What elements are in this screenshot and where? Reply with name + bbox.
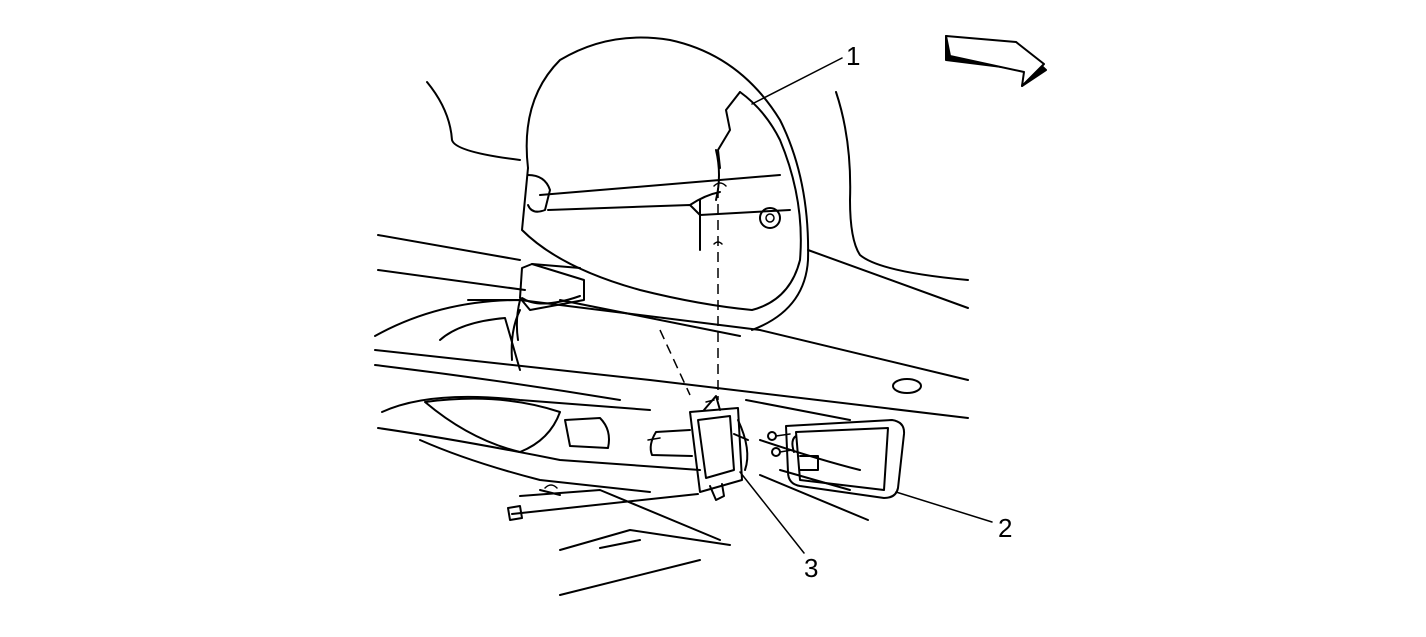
canister-bracket bbox=[507, 395, 749, 521]
frame-rail bbox=[374, 299, 969, 596]
wheelhouse-liner bbox=[510, 36, 810, 361]
evap-canister bbox=[767, 419, 906, 499]
installation-guide-line-2 bbox=[659, 329, 691, 396]
leader-line-2 bbox=[895, 491, 993, 523]
callout-1-label: 1 bbox=[846, 41, 860, 71]
callout-2-label: 2 bbox=[998, 513, 1012, 543]
vehicle-body-panel bbox=[377, 81, 969, 394]
leader-line-3 bbox=[739, 471, 805, 554]
callout-3-label: 3 bbox=[804, 553, 818, 583]
front-direction-arrow-icon bbox=[945, 35, 1047, 87]
leader-line-1 bbox=[751, 57, 843, 105]
